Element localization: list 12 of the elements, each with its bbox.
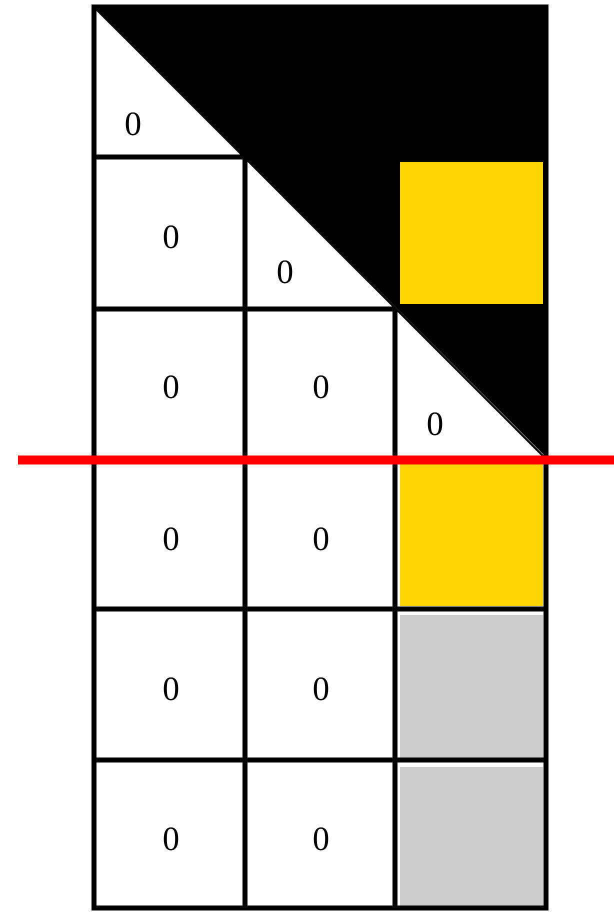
matrix-entry: 0 <box>124 108 142 142</box>
matrix-entry: 0 <box>162 221 180 255</box>
matrix-entry: 0 <box>162 523 180 557</box>
matrix-entry: 0 <box>162 673 180 707</box>
matrix-entry: 0 <box>312 673 330 707</box>
matrix-entry: 0 <box>312 523 330 557</box>
matrix-entry: 0 <box>162 823 180 857</box>
matrix-entry: 0 <box>312 371 330 405</box>
matrix-entry: 0 <box>162 371 180 405</box>
matrix-entry: 0 <box>312 823 330 857</box>
matrix-entry: 0 <box>276 256 294 290</box>
matrix-entry: 0 <box>426 408 444 442</box>
